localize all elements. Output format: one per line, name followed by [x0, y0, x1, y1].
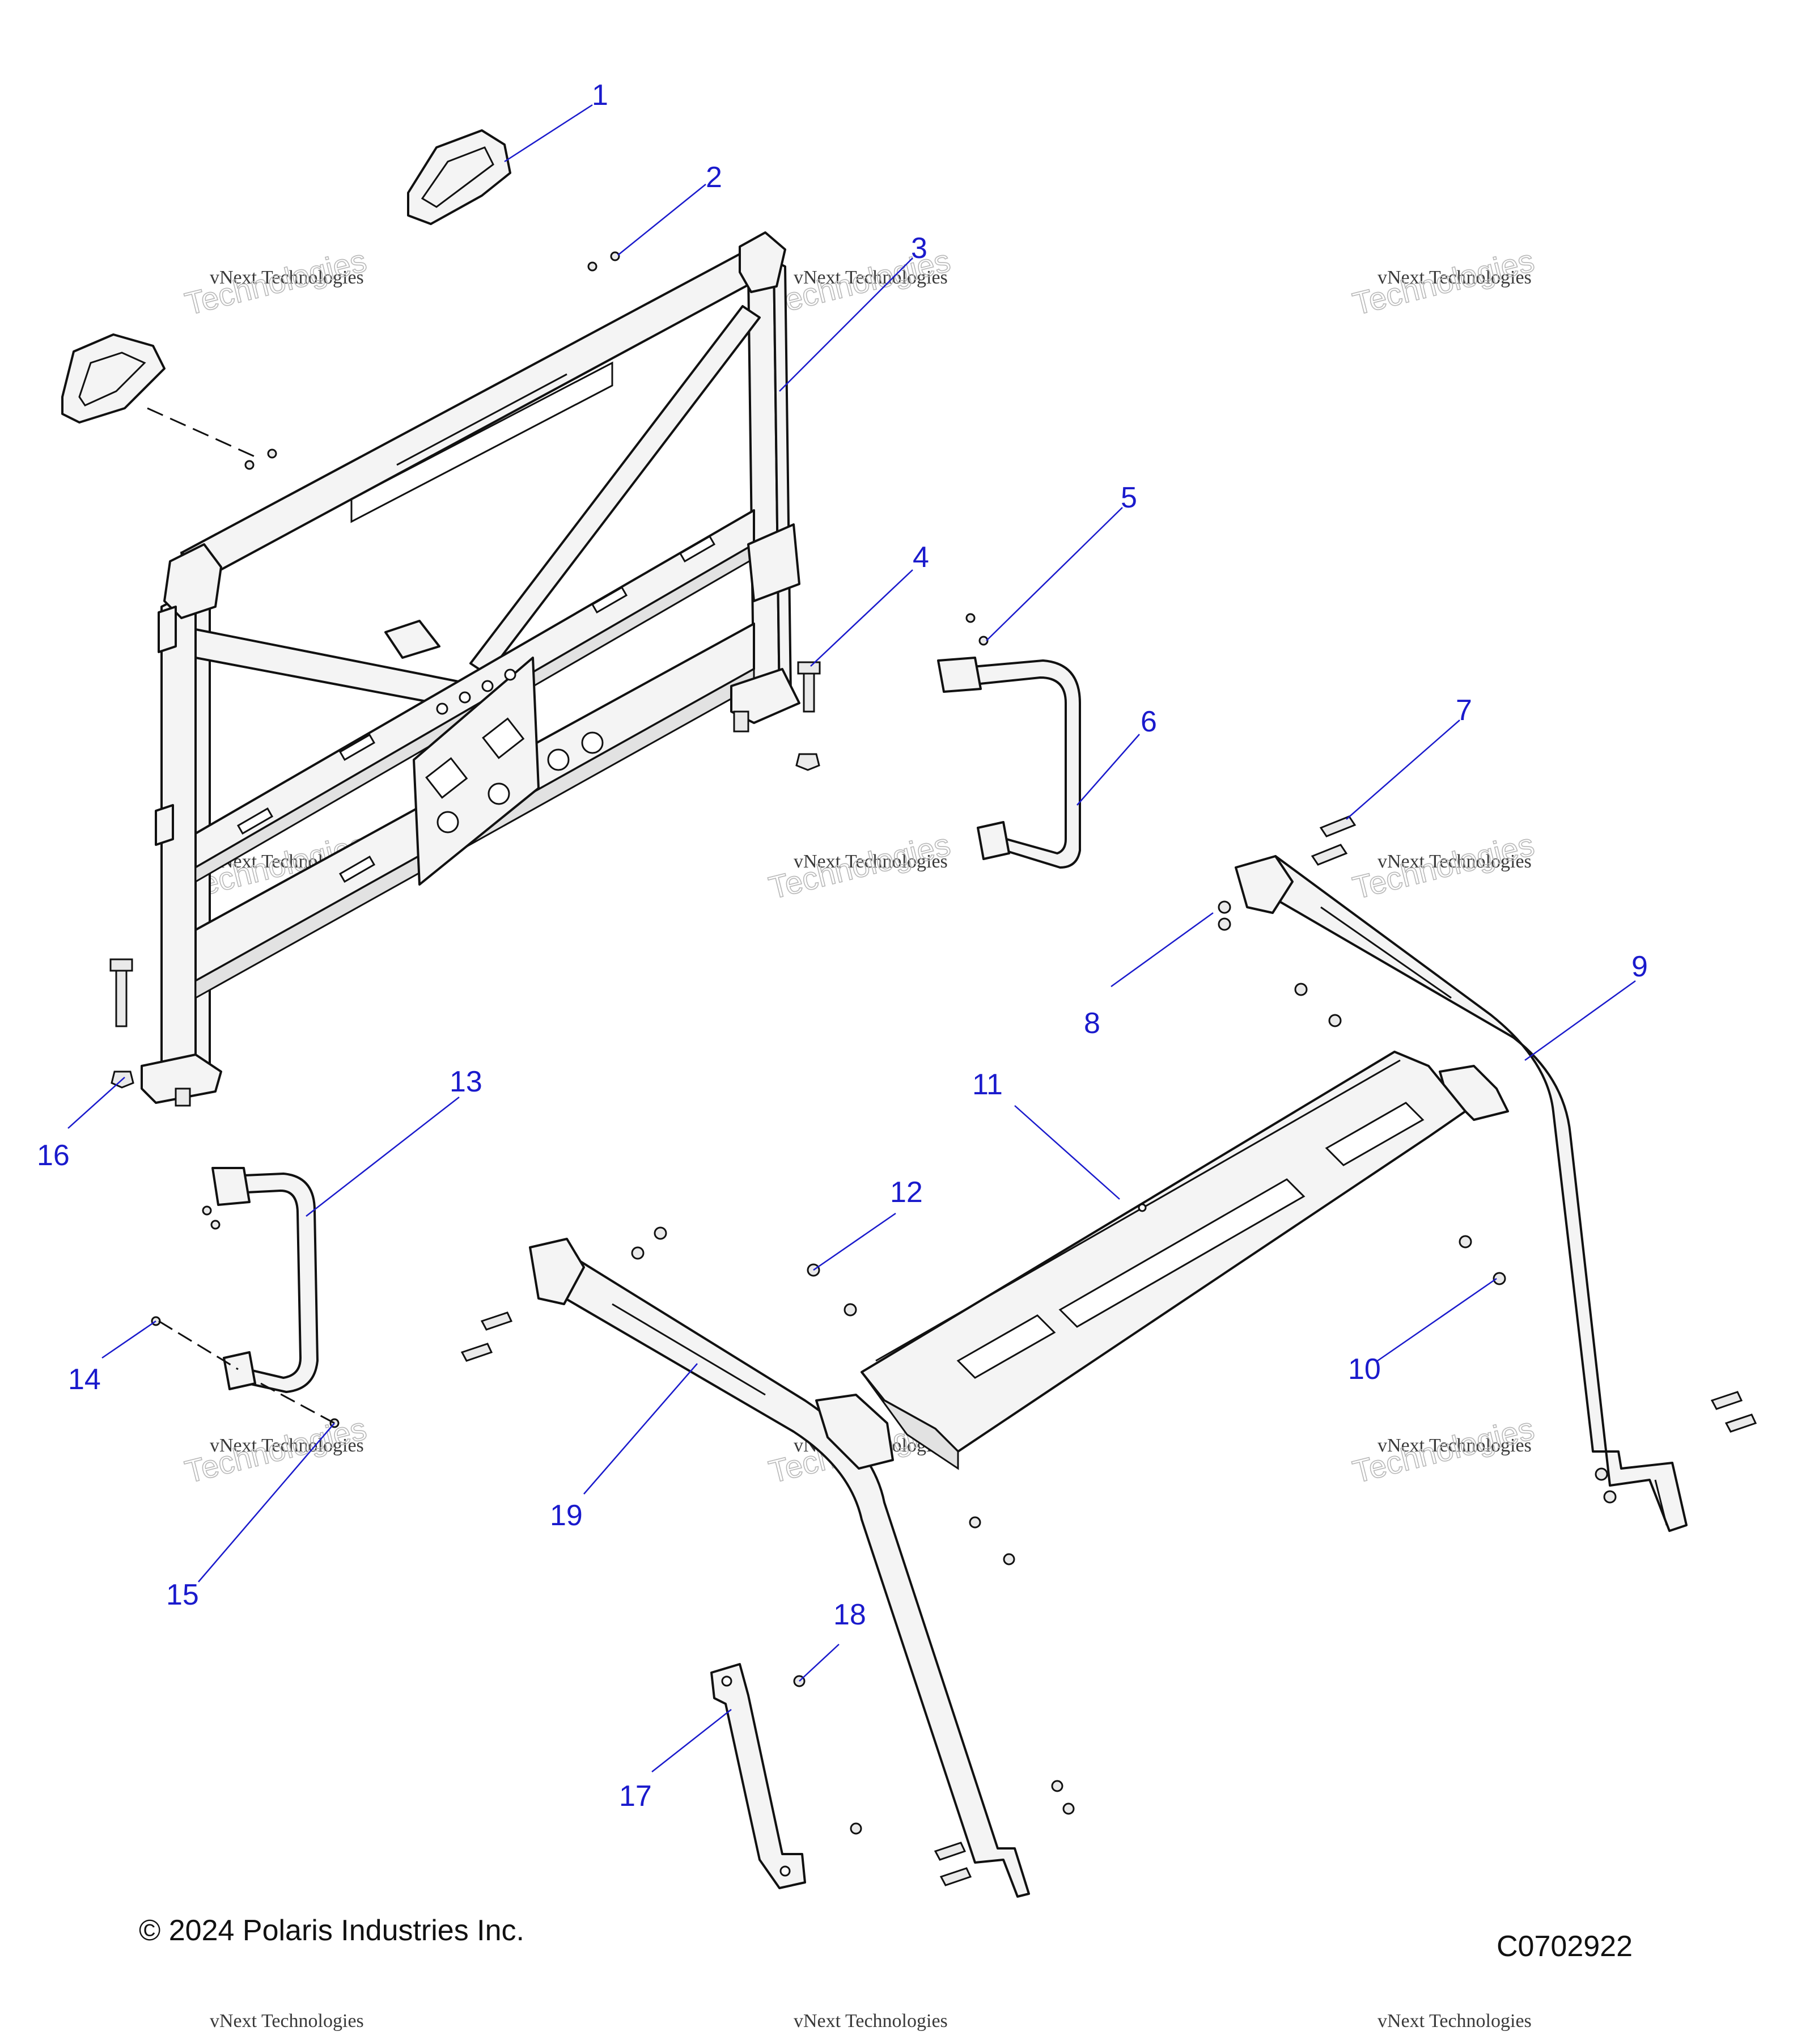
copyright-notice: © 2024 Polaris Industries Inc.: [139, 1914, 524, 1947]
watermark-text: vNext Technologies: [210, 2011, 364, 2032]
callout-8: 8: [1084, 1007, 1100, 1040]
callout-7: 7: [1456, 694, 1472, 727]
callout-5: 5: [1121, 481, 1137, 514]
callout-16: 16: [37, 1139, 70, 1172]
watermark-text: vNext Technologies: [794, 851, 948, 872]
callout-1: 1: [592, 79, 608, 112]
grab-handle-lower: [61, 333, 166, 424]
callout-13: 13: [450, 1065, 482, 1098]
callout-3: 3: [911, 232, 927, 265]
watermark-text: Technologies: [1349, 826, 1537, 905]
callout-14: 14: [68, 1363, 101, 1396]
watermark-text: vNext Technologies: [794, 267, 948, 288]
lower-hoop: [158, 1167, 335, 1424]
rear-cab-frame: [141, 231, 800, 1107]
right-roll-bar: [1235, 855, 1688, 1532]
roof-panel: [861, 1051, 1467, 1470]
watermark-text: Technologies: [181, 242, 370, 321]
watermark-text: vNext Technologies: [794, 2011, 948, 2032]
callout-labels: 1 2 3 4 5 6 7 8 9 10 11 12 13 14 15 16 1…: [37, 79, 1648, 1813]
callout-15: 15: [166, 1579, 199, 1611]
callout-19: 19: [550, 1499, 583, 1532]
strap-bracket: [710, 1663, 806, 1889]
callout-17: 17: [619, 1780, 652, 1813]
watermark-text: Technologies: [1349, 242, 1537, 321]
hardware: [109, 251, 1757, 1886]
watermark-text: vNext Technologies: [1378, 851, 1532, 872]
left-roll-bar: [529, 1238, 1030, 1898]
watermark-text: vNext Technologies: [1378, 2011, 1532, 2032]
watermark-text: Technologies: [765, 826, 953, 905]
watermark-text: vNext Technologies: [1378, 267, 1532, 288]
callout-4: 4: [913, 541, 929, 574]
handle-centerline: [147, 407, 261, 460]
watermark-text: Technologies: [181, 1410, 370, 1489]
callout-9: 9: [1631, 950, 1648, 983]
callout-18: 18: [833, 1598, 866, 1631]
watermark-text: vNext Technologies: [1378, 1435, 1532, 1456]
callout-6: 6: [1141, 705, 1157, 738]
drawing-number: C0702922: [1497, 1930, 1633, 1963]
watermark-text: Technologies: [1349, 1410, 1537, 1489]
grab-handle-upper: [407, 129, 511, 225]
callout-12: 12: [890, 1176, 923, 1209]
upper-hoop: [937, 657, 1081, 869]
callout-2: 2: [706, 161, 722, 194]
callout-10: 10: [1348, 1353, 1381, 1386]
leader-lines: [67, 104, 1636, 1772]
watermark-text: vNext Technologies: [210, 1435, 364, 1456]
callout-11: 11: [972, 1068, 1003, 1101]
watermark-text: vNext Technologies: [210, 267, 364, 288]
